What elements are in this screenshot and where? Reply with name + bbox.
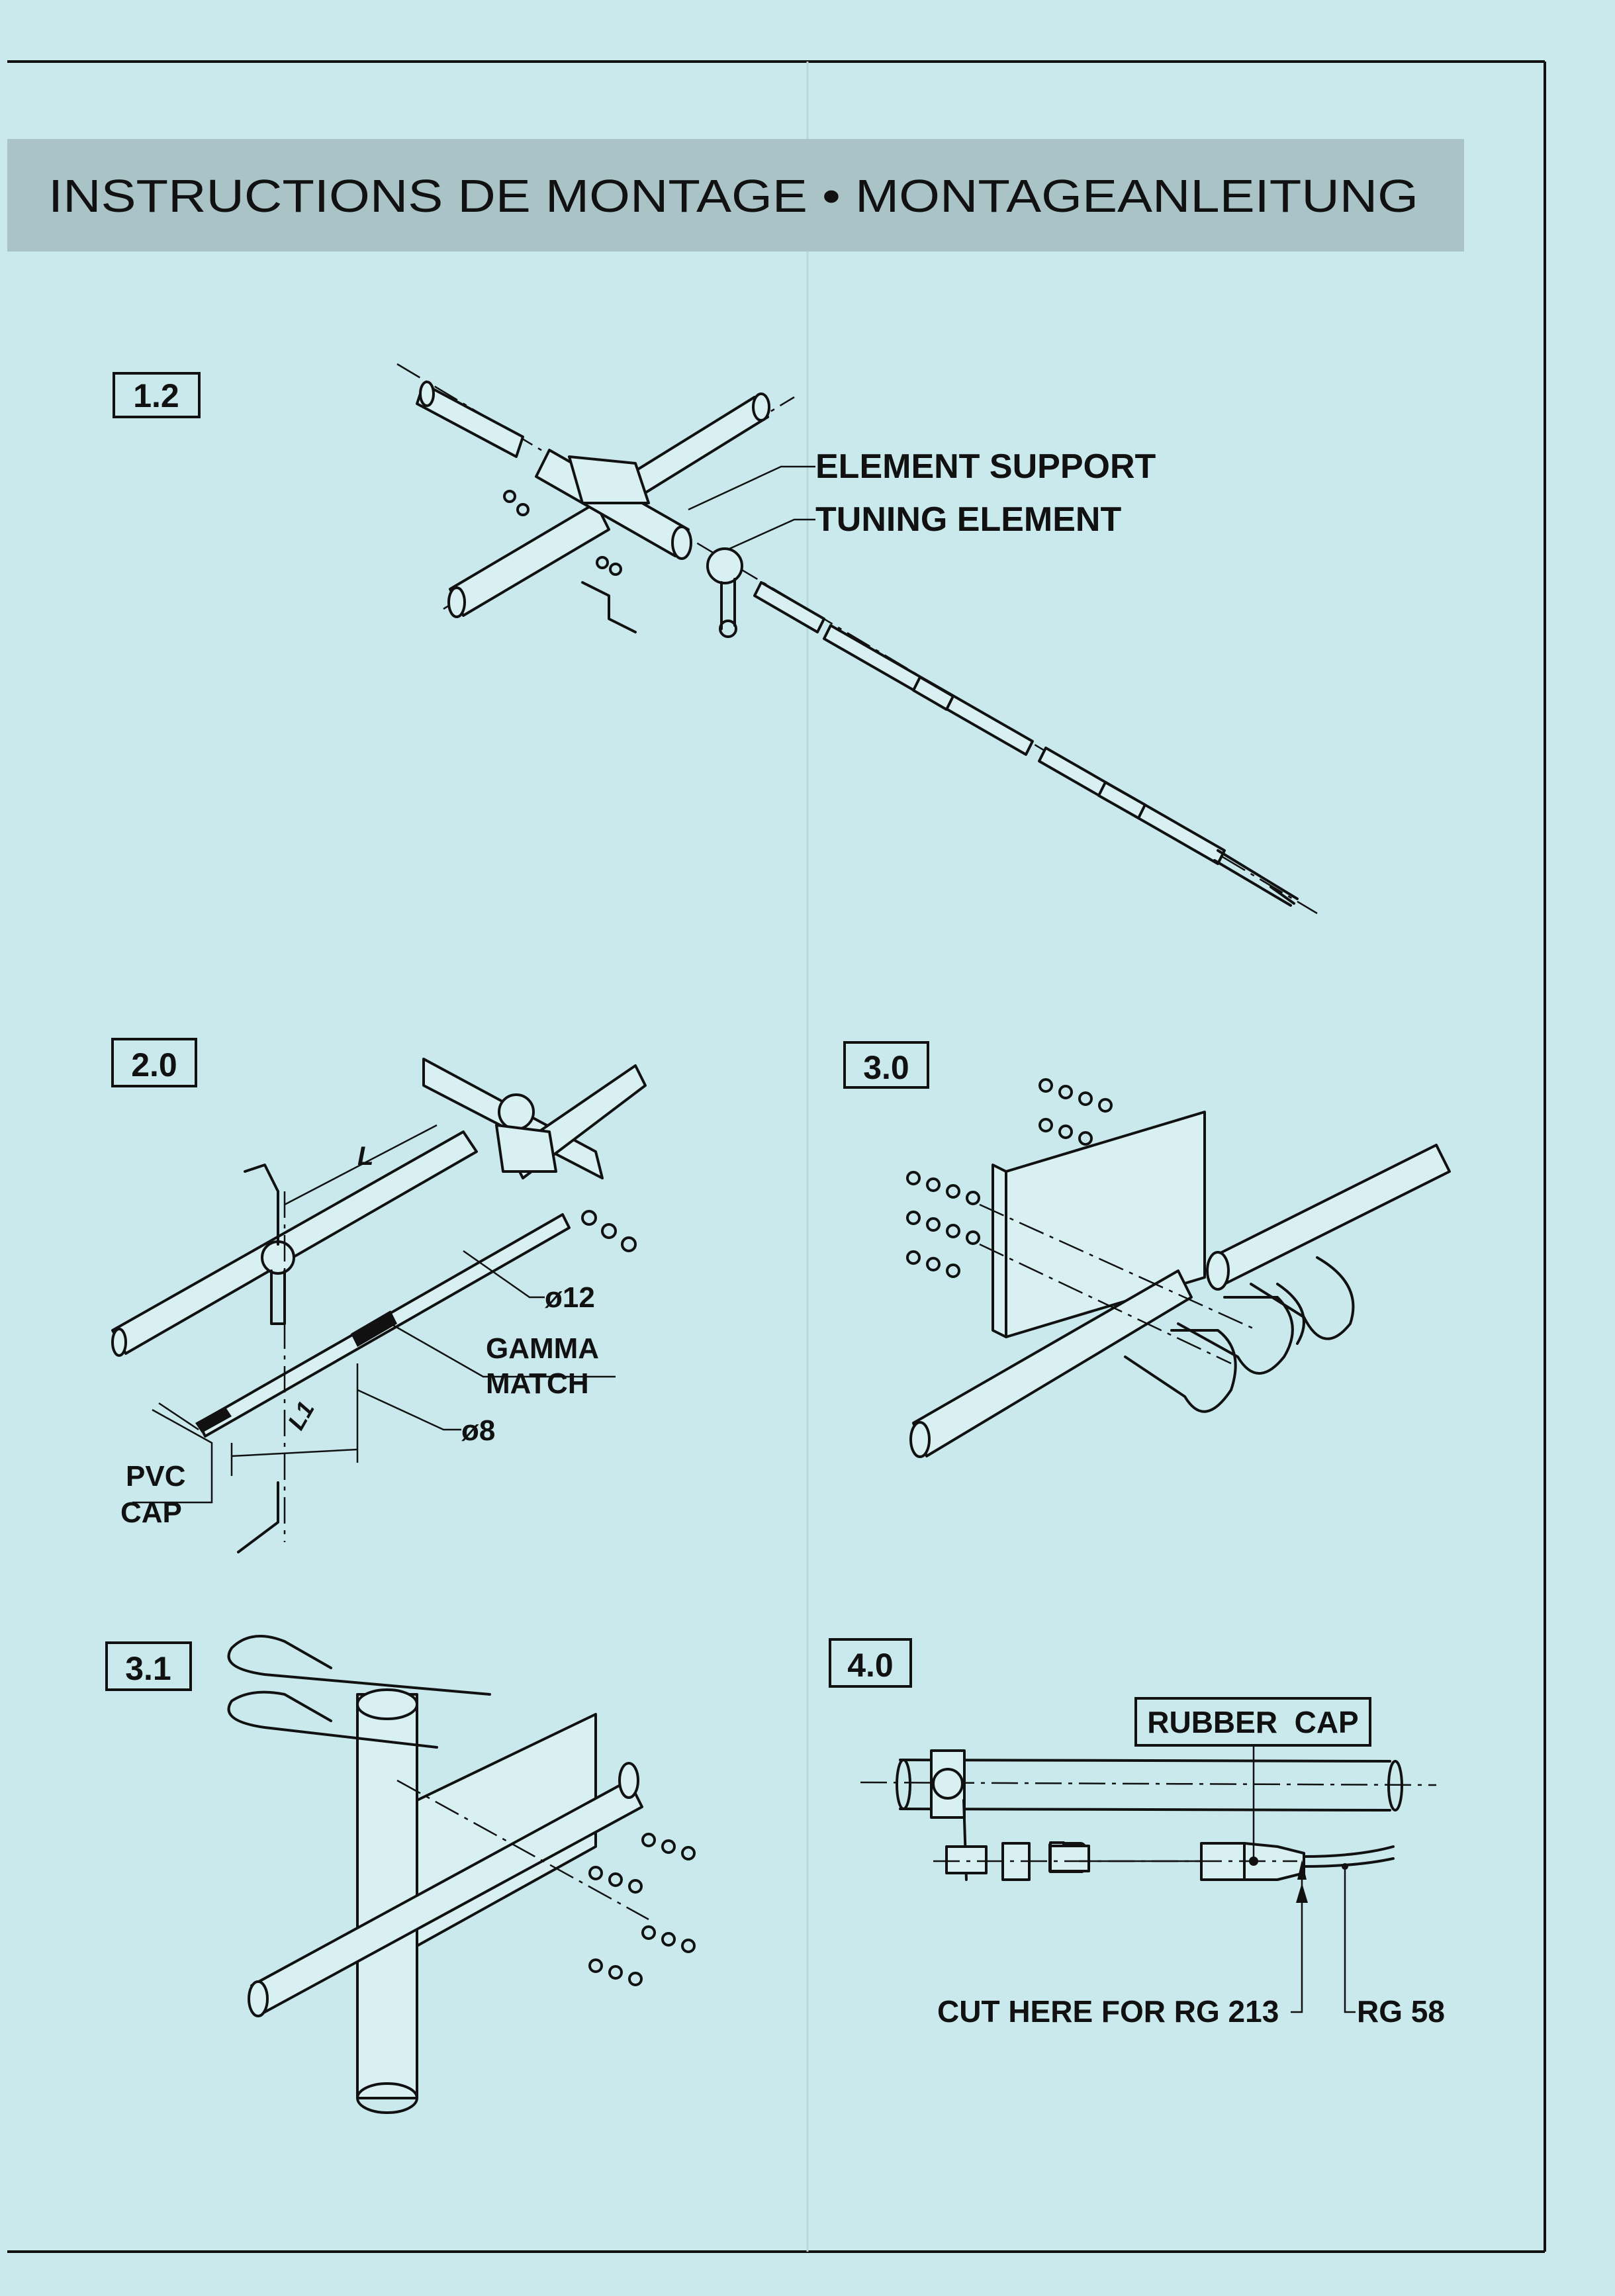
length-l1-label: L1	[282, 1397, 320, 1434]
gamma-label: GAMMA	[486, 1332, 599, 1365]
figure-number: 3.0	[863, 1049, 909, 1086]
title-band	[7, 139, 1464, 252]
rubber-cap-box	[1134, 1697, 1371, 1747]
match-label: MATCH	[486, 1367, 589, 1400]
boom-assembly-drawing	[396, 363, 1318, 915]
figure-number-box	[829, 1638, 912, 1688]
cap-label: CAP	[120, 1496, 182, 1529]
figure-number-box	[111, 1038, 197, 1087]
length-l-label: L	[357, 1142, 373, 1171]
figure-2-0: 2.0 L L1 ø12 GAMMA	[111, 1038, 647, 1553]
rg58-label: RG 58	[1357, 1994, 1445, 2029]
diameter-8-label: ø8	[461, 1414, 495, 1447]
page-title: INSTRUCTIONS DE MONTAGE • MONTAGEANLEITU…	[48, 170, 1418, 222]
connector-drawing	[860, 1745, 1437, 2013]
element-support-label: ELEMENT SUPPORT	[815, 447, 1156, 486]
cut-here-label: CUT HERE FOR RG 213	[937, 1994, 1279, 2029]
figure-number: 4.0	[847, 1647, 894, 1684]
figure-number-box	[105, 1641, 192, 1691]
figure-number: 1.2	[133, 377, 179, 414]
pvc-label: PVC	[126, 1460, 185, 1492]
figure-number: 2.0	[131, 1046, 177, 1083]
figure-number-box	[113, 372, 201, 418]
gamma-match-drawing	[111, 1058, 647, 1553]
figure-number-box	[843, 1041, 929, 1089]
rubber-cap-label: RUBBER CAP	[1147, 1705, 1358, 1739]
figure-1-2: 1.2	[113, 363, 1318, 915]
boom-to-mast-plate-drawing	[906, 1078, 1451, 1458]
figure-4-0: 4.0	[829, 1638, 1445, 2029]
figure-3-0: 3.0	[843, 1041, 1451, 1458]
diameter-12-label: ø12	[545, 1281, 595, 1314]
figure-number: 3.1	[125, 1650, 171, 1687]
mast-clamp-drawing	[227, 1635, 696, 2114]
tuning-element-label: TUNING ELEMENT	[815, 500, 1121, 539]
figure-3-1: 3.1	[105, 1635, 696, 2114]
